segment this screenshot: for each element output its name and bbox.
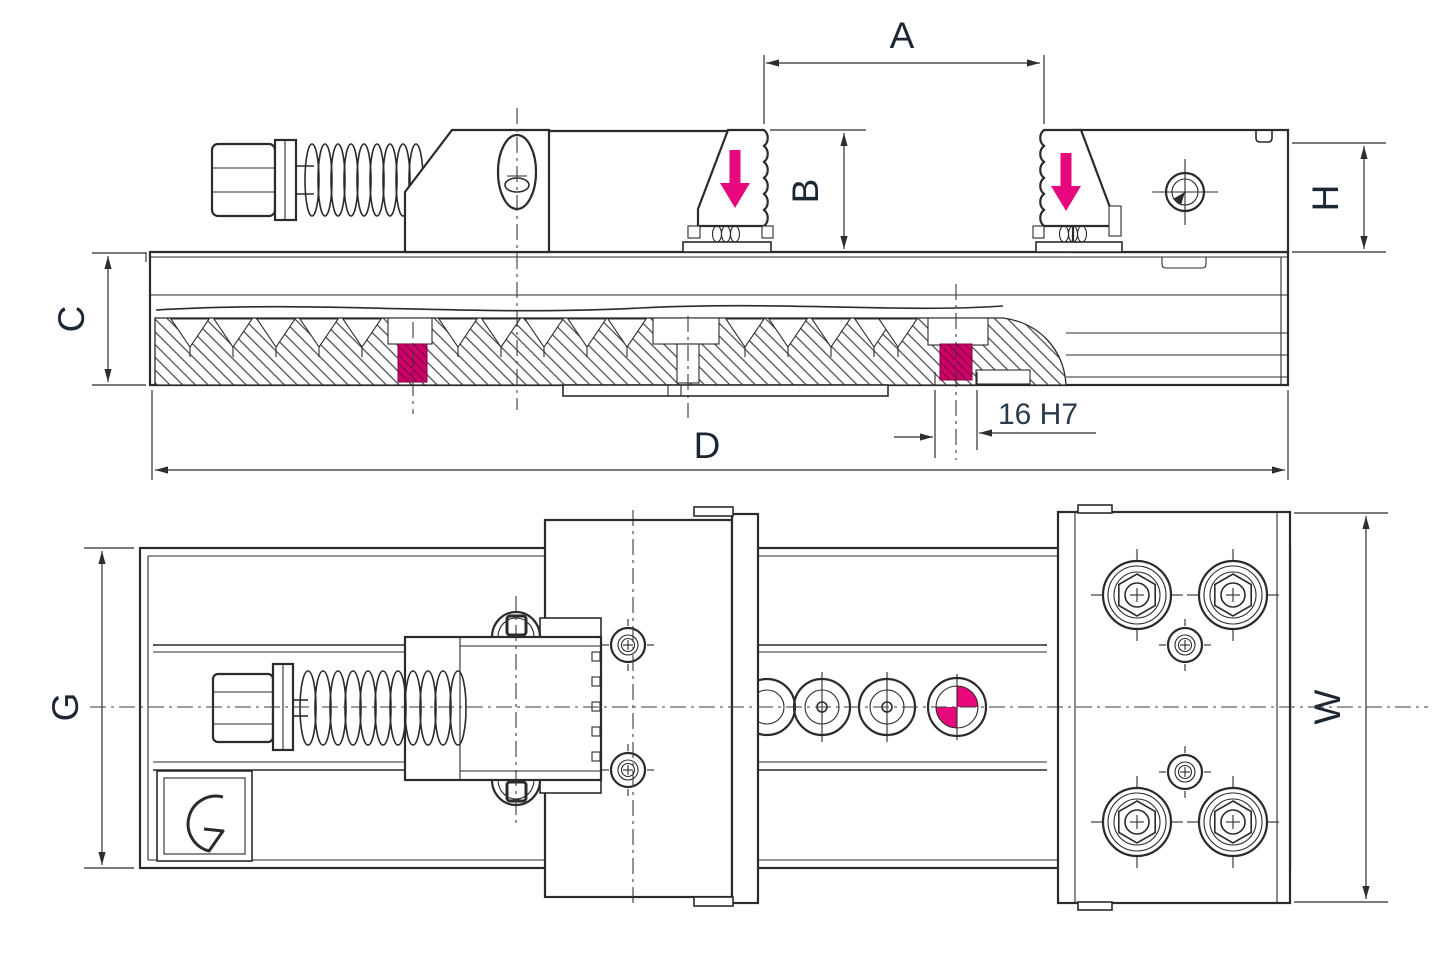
dimension-h: H	[1292, 142, 1386, 253]
plan-view-centerlines	[90, 510, 1428, 908]
dimension-d: D	[151, 390, 1289, 480]
nut-housing	[403, 635, 603, 782]
fixed-jaw-side	[1071, 128, 1290, 254]
dim-label-c: C	[51, 306, 92, 333]
dim-label-b: B	[785, 179, 826, 204]
plan-view: G W	[45, 504, 1428, 911]
dim-label-h: H	[1305, 185, 1346, 212]
dim-label-slot: 16 H7	[998, 398, 1078, 431]
movable-jaw-plan	[299, 506, 760, 907]
clamp-force-arrow-icon	[1051, 153, 1081, 211]
side-view: A B C D H 16 H7	[51, 15, 1386, 480]
dimension-a: A	[763, 15, 1045, 124]
clamp-force-arrow-icon	[720, 150, 750, 208]
dim-label-a: A	[890, 15, 915, 56]
jaw-insert-right	[1032, 128, 1123, 253]
dimension-slot-16h7: 16 H7	[894, 390, 1096, 458]
dimension-c: C	[51, 252, 146, 386]
hex-bolt-head	[210, 142, 277, 218]
jaw-insert-left	[682, 128, 774, 253]
movable-jaw-side	[403, 128, 729, 254]
rail-clip-notch	[1161, 257, 1207, 269]
center-mark	[1152, 159, 1218, 225]
base-rail-section	[145, 250, 1290, 397]
jaw-notch	[1255, 130, 1273, 143]
manufacturer-logo	[156, 770, 253, 862]
dim-label-d: D	[694, 425, 721, 466]
dimension-g: G	[45, 547, 134, 869]
side-view-centerlines	[412, 108, 957, 460]
hex-bolt-head-plan	[211, 672, 275, 744]
dimension-b: B	[770, 129, 866, 249]
datum-target-marker	[926, 674, 988, 740]
dim-label-g: G	[45, 693, 86, 722]
g-logo-icon	[186, 794, 225, 853]
clamp-screw-assembly-side	[210, 138, 424, 222]
clamp-screw-plan	[211, 662, 308, 752]
